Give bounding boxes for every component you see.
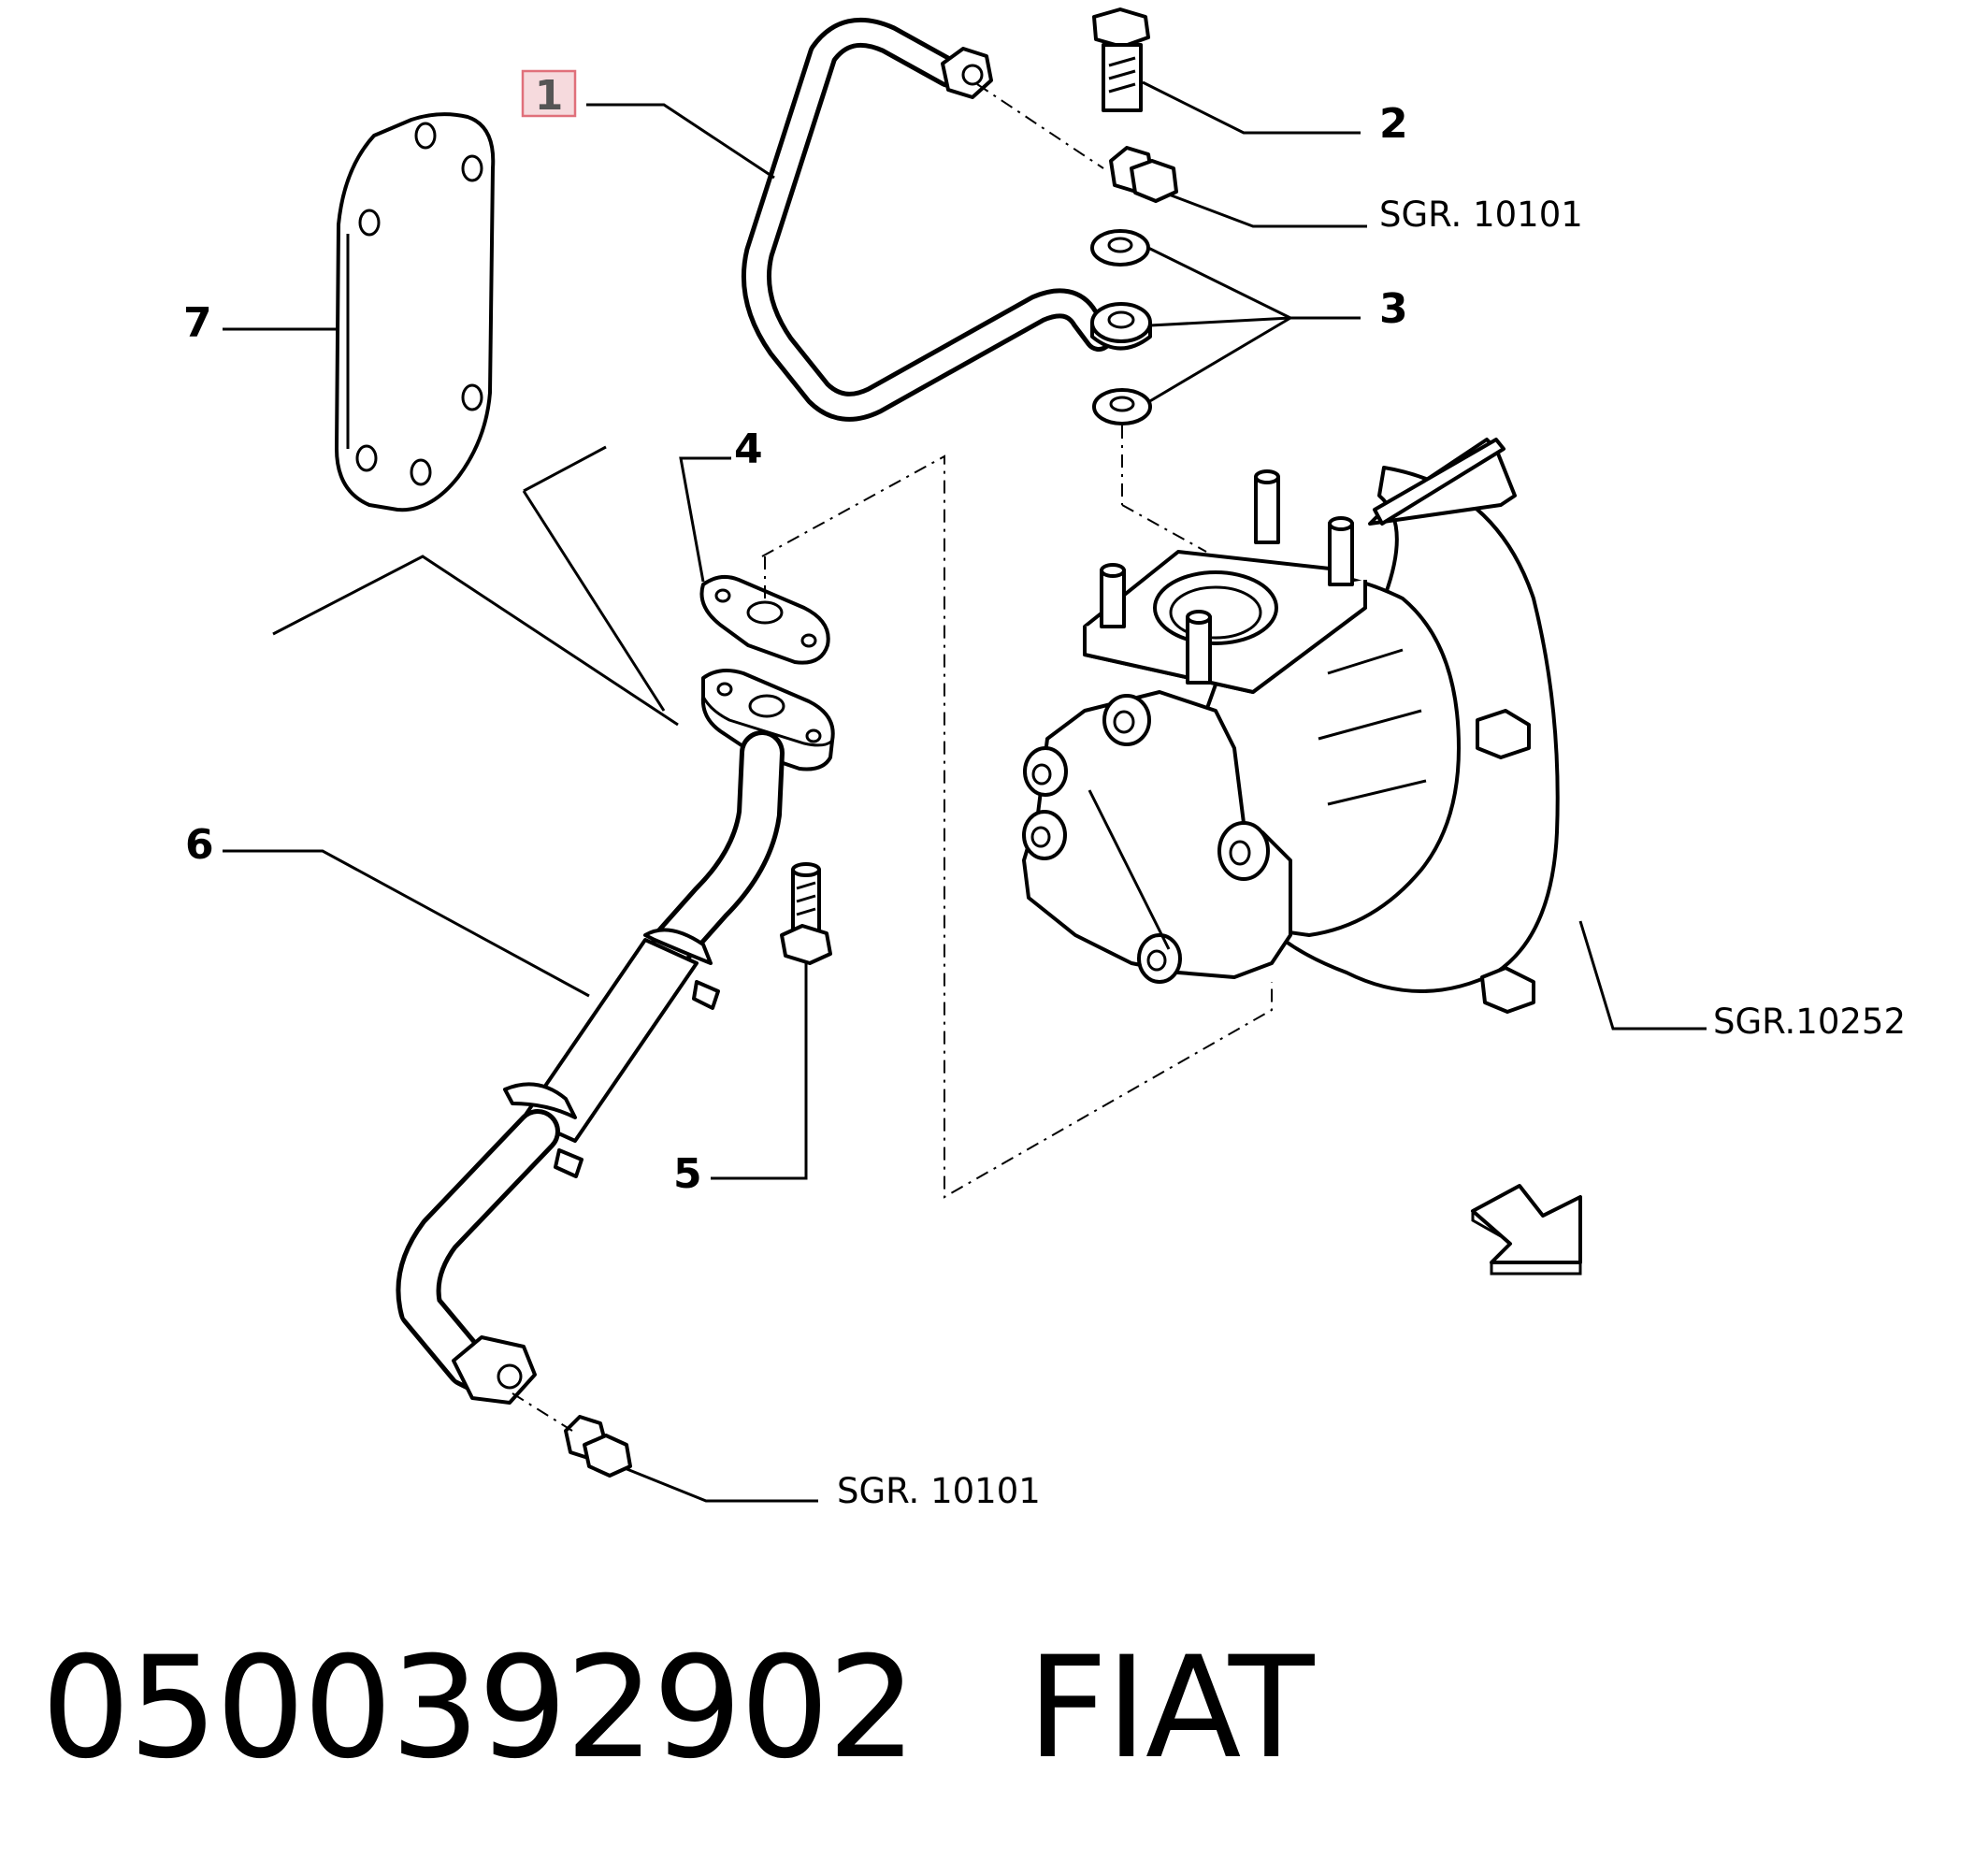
washers-part-3 [1090,229,1152,425]
leader-ref-lower [624,1466,818,1503]
leader-3b [1149,316,1291,327]
callout-3: 3 [1379,285,1408,333]
union-fitting-lower [564,1415,632,1478]
brand-name: FIAT [1027,1627,1314,1790]
drain-pipe-part-6 [396,668,835,1405]
leader-3c [1147,316,1291,404]
axis-turbo-inlet [1121,504,1207,553]
callout-4: 4 [734,425,763,473]
callout-1-highlight: 1 [521,69,577,120]
leader-6-v3 [522,490,666,712]
callout-5: 5 [673,1150,702,1198]
leader-4 [679,456,731,583]
callout-6: 6 [185,821,214,869]
bolt-part-5 [780,862,832,965]
assembly-outline [761,454,1273,1199]
front-direction-arrow-icon [1471,1184,1582,1276]
footer-caption: 0500392902 FIAT [41,1627,1314,1790]
leader-ref-upper [1168,193,1367,228]
leader-ref-turbo [1578,920,1707,1031]
ref-lower: SGR. 10101 [837,1471,1041,1511]
leader-2 [1142,80,1361,135]
axis-pipe-fitting-lower [511,1392,573,1432]
oil-pipe-part-1 [741,17,1114,422]
part-number: 0500392902 [41,1627,916,1790]
callout-2: 2 [1379,100,1408,148]
cover-plate-part-7 [335,112,496,512]
gasket-part-4 [699,574,830,665]
callout-7: 7 [183,299,212,347]
axis-pipe-fitting-upper [976,83,1104,169]
union-fitting-upper [1109,146,1178,203]
callout-1: 1 [535,72,564,120]
leader-3a [1147,246,1361,320]
bolt-part-2 [1092,7,1150,112]
parts-diagram: 1 2 3 4 5 6 7 SGR. 10101 SGR.10252 SGR. … [183,7,1906,1511]
leader-6-v2 [523,445,607,493]
leader-1 [586,103,775,180]
leader-6 [223,849,590,998]
ref-turbo: SGR.10252 [1713,1002,1906,1042]
leader-6-v1 [272,555,679,727]
ref-upper: SGR. 10101 [1379,195,1583,235]
leader-5 [711,963,808,1180]
turbocharger [1022,438,1560,1014]
